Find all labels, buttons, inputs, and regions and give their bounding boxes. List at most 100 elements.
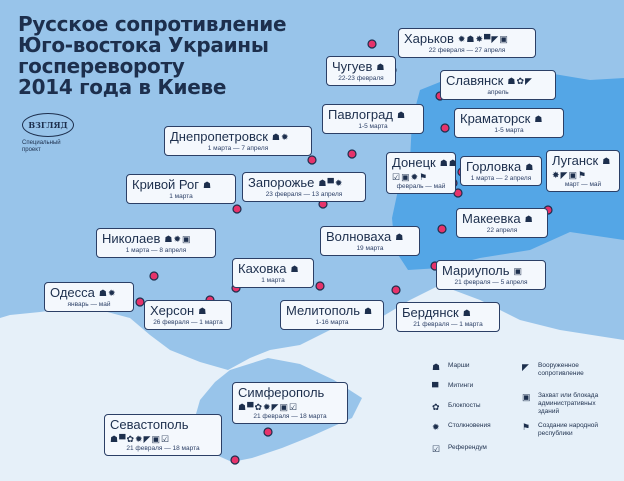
event-icons-extra: ☑▣✹⚑ [392, 172, 429, 182]
city-name: Славянск [446, 73, 504, 88]
city-date: 26 февраля — 1 марта [153, 319, 223, 326]
marker-sevastopol [230, 455, 240, 465]
city-date: 22 апреля [486, 227, 518, 234]
title-line: Юго-востока Украины [18, 33, 269, 57]
legend-label: Столкновения [448, 422, 491, 429]
event-icons-extra: ✸◤▣⚑ [552, 170, 588, 180]
city-card-odessa: Одесса☗✹ январь — май [44, 282, 134, 312]
city-name: Днепропетровск [170, 129, 268, 144]
city-date: 1 марта — 8 апреля [125, 247, 187, 254]
city-card-volnovakha: Волноваха☗ 19 марта [320, 226, 420, 256]
legend-label: Вооруженное сопротивление [538, 362, 584, 377]
city-name: Одесса [50, 285, 95, 300]
city-date: 21 февраля — 18 марта [253, 413, 327, 420]
city-card-kherson: Херсон☗ 26 февраля — 1 марта [144, 300, 232, 330]
city-card-kakhovka: Каховка☗ 1 марта [232, 258, 314, 288]
event-icons: ☗▀✿✹◤▣☑ [238, 402, 299, 412]
event-icons: ☗ [462, 308, 472, 318]
legend: ☗ Марши ▀ Митинги ✿ Блокпосты ✹ Столкнов… [432, 356, 618, 474]
event-icons: ▣ [513, 266, 524, 276]
event-icons: ☗✹ [98, 288, 117, 298]
city-name: Харьков [404, 31, 454, 46]
logo: ВЗГЛЯД Специальный проект [22, 113, 78, 154]
event-icons: ☗ [376, 62, 386, 72]
event-icons: ☗ [290, 264, 300, 274]
city-name: Запорожье [248, 175, 315, 190]
rally-icon: ▀ [432, 382, 439, 392]
city-name: Мариуполь [442, 263, 510, 278]
event-icons: ☗ [525, 162, 535, 172]
city-name: Каховка [238, 261, 287, 276]
city-date: 1-5 марта [494, 127, 524, 134]
city-date: 21 февраля — 5 апреля [454, 279, 528, 286]
city-name: Севастополь [110, 417, 189, 432]
city-date: 1 марта — 7 апреля [207, 145, 269, 152]
city-name: Луганск [552, 153, 599, 168]
marker-odessa [135, 297, 145, 307]
event-icons: ☗ [396, 110, 407, 120]
event-icons: ☗▀✹ [318, 178, 344, 188]
event-icons: ☗✿◤ [507, 76, 533, 86]
legend-item: ▣ Захват или блокада административных зд… [522, 392, 610, 416]
city-date: 21 февраля — 1 марта [413, 321, 483, 328]
city-card-nikolaev: Николаев☗✹▣ 1 марта — 8 апреля [96, 228, 216, 258]
city-name: Волноваха [326, 229, 392, 244]
city-date: март — май [564, 181, 602, 188]
event-icons: ☗ [364, 306, 374, 316]
legend-item: ✿ Блокпосты [432, 402, 520, 412]
event-icons: ☗☗ [439, 158, 458, 168]
armed-resistance-icon: ◤ [522, 362, 529, 372]
blockpost-icon: ✿ [432, 402, 440, 412]
city-date: 1 марта [261, 277, 285, 284]
page-title: Русское сопротивление Юго-востока Украин… [18, 14, 318, 98]
event-icons: ✹☗✸▀◤▣ [457, 34, 509, 44]
legend-label: Референдум [448, 444, 487, 451]
city-name: Мелитополь [286, 303, 361, 318]
marker-krivoy-rog [232, 204, 242, 214]
event-icons: ☗ [203, 180, 213, 190]
city-card-slavyansk: Славянск☗✿◤ апрель [440, 70, 556, 100]
city-card-kramatorsk: Краматорск☗ 1-5 марта [454, 108, 564, 138]
marker-pavlograd [347, 149, 357, 159]
marker-volnovakha [437, 224, 447, 234]
city-name: Чугуев [332, 59, 373, 74]
city-date: апрель [487, 89, 509, 96]
building-seizure-icon: ▣ [522, 392, 531, 402]
event-icons: ☗✹ [271, 132, 290, 142]
city-card-lugansk: Луганск☗ ✸◤▣⚑ март — май [546, 150, 620, 192]
city-name: Павлоград [328, 107, 393, 122]
city-name: Херсон [150, 303, 195, 318]
marker-berdyansk [391, 285, 401, 295]
legend-item: ▀ Митинги [432, 382, 520, 392]
city-card-sevastopol: Севастополь ☗▀✿✹◤▣☑ 21 февраля — 18 март… [104, 414, 222, 456]
city-card-donetsk: Донецк☗☗ ☑▣✹⚑ февраль — май [386, 152, 458, 194]
city-card-pavlograd: Павлоград☗ 1-5 марта [322, 104, 424, 134]
event-icons: ☗▀✿✹◤▣☑ [110, 434, 171, 444]
city-card-dnepropetrovsk: Днепропетровск☗✹ 1 марта — 7 апреля [164, 126, 312, 156]
flag-icon: ⚑ [522, 422, 531, 432]
city-card-simferopol: Симферополь ☗▀✿✹◤▣☑ 21 февраля — 18 март… [232, 382, 348, 424]
city-card-mariupol: Мариуполь▣ 21 февраля — 5 апреля [436, 260, 546, 290]
city-card-krivoy-rog: Кривой Рог☗ 1 марта [126, 174, 236, 204]
logo-caption: Специальный проект [22, 140, 61, 153]
event-icons: ☗✹▣ [164, 234, 192, 244]
title-line: 2014 года в Киеве [18, 75, 227, 99]
city-date: 23 февраля — 13 апреля [265, 191, 343, 198]
event-icons: ☗ [198, 306, 208, 316]
legend-item: ✹ Столкновения [432, 422, 520, 432]
city-name: Краматорск [460, 111, 531, 126]
marker-simferopol [263, 427, 273, 437]
city-date: 19 марта [356, 245, 384, 252]
city-name: Николаев [102, 231, 161, 246]
city-name: Симферополь [238, 385, 325, 400]
city-date: 21 февраля — 18 марта [126, 445, 200, 452]
city-card-berdyansk: Бердянск☗ 21 февраля — 1 марта [396, 302, 500, 332]
city-date: январь — май [67, 301, 111, 308]
city-card-gorlovka: Горловка☗ 1 марта — 2 апреля [460, 156, 542, 186]
event-icons: ☗ [395, 232, 405, 242]
logo-mark: ВЗГЛЯД [22, 113, 74, 137]
legend-label: Захват или блокада административных здан… [538, 392, 599, 415]
title-line: Русское сопротивление [18, 12, 287, 36]
city-date: 22-23 февраля [338, 75, 384, 82]
legend-item: ⚑ Создание народной республики [522, 422, 610, 438]
